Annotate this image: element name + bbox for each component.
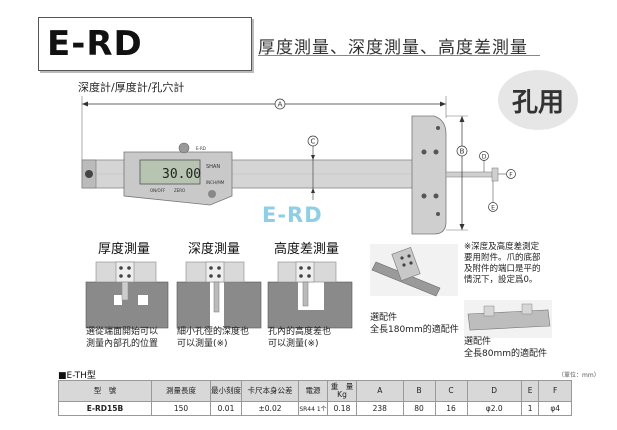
hole-use-badge: 孔用 (498, 70, 578, 130)
dimension-c (307, 135, 319, 200)
accessory-180mm-photo (370, 244, 458, 297)
col-e: E (520, 380, 540, 402)
product-subtitle: 深度計/厚度計/孔穴計 (78, 81, 185, 94)
label-f: F (509, 172, 513, 179)
lcd-screen (139, 159, 201, 185)
model-title-box: E-RD (38, 17, 252, 71)
cell-length: 150 (151, 401, 211, 416)
model-name: E-RD (47, 24, 143, 64)
thumb-wheel (178, 142, 190, 154)
mode-illustration-depth (176, 261, 262, 329)
col-power: 電源 (298, 380, 328, 402)
cell-d: φ2.0 (466, 401, 522, 416)
zero-label: ZERO (174, 188, 185, 193)
col-b: B (402, 380, 436, 402)
mode-title-step-height: 高度差測量 (274, 242, 340, 257)
spec-unit: （單位：mm） (558, 372, 600, 379)
model-watermark: E-RD (262, 203, 323, 227)
col-resolution: 最小刻度 (210, 380, 242, 402)
mode-caption-thickness: 選從端面開始可以 測量內部孔的位置 (86, 327, 159, 349)
accessory-80mm-caption: 選配件 全長80mm的適配件 (464, 337, 547, 359)
cell-weight: 0.18 (327, 401, 357, 416)
label-e: E (491, 205, 495, 212)
inch-mm-label: INCH/MM (206, 180, 225, 185)
col-model: 型 號 (58, 380, 152, 402)
cell-f: φ4 (538, 401, 572, 416)
label-b: B (460, 148, 465, 156)
dimension-a (81, 96, 447, 160)
accessory-note: ※深度及高度差測定 要用附件。爪的底部 及附件的端口是平的 情況下，設定爲0。 (464, 242, 541, 285)
cell-c: 16 (434, 401, 468, 416)
spec-table: 型 號 測量長度 最小刻度 卡尺本身公差 電源 重 量 Kg A B C D E… (58, 380, 572, 416)
cell-b: 80 (402, 401, 436, 416)
label-d: D (482, 154, 487, 161)
model-text: E-RD (196, 146, 206, 151)
cell-resolution: 0.01 (210, 401, 242, 416)
spec-header-row: 型 號 測量長度 最小刻度 卡尺本身公差 電源 重 量 Kg A B C D E… (58, 380, 572, 402)
measuring-jaw (411, 115, 447, 235)
cell-tolerance: ±0.02 (241, 401, 299, 416)
col-d: D (466, 380, 522, 402)
col-c: C (434, 380, 468, 402)
accessory-80mm-photo (464, 300, 552, 338)
table-row: E-RD15B 150 0.01 ±0.02 SR44 1个 0.18 238 … (58, 401, 572, 416)
col-weight: 重 量 Kg (327, 380, 357, 402)
battery-cap (208, 190, 216, 198)
lock-screw (85, 170, 93, 178)
dimension-b (446, 115, 468, 231)
mode-title-depth: 深度測量 (188, 242, 241, 257)
headline-underline (258, 55, 540, 56)
col-f: F (538, 380, 572, 402)
col-length: 測量長度 (151, 380, 211, 402)
lcd-value: 30.00 (162, 167, 201, 182)
pin-tip (491, 167, 499, 182)
cell-e: 1 (520, 401, 540, 416)
col-tolerance: 卡尺本身公差 (241, 380, 299, 402)
on-off-label: ON/OFF (150, 188, 166, 193)
cell-power: SR44 1个 (298, 401, 328, 416)
label-a: A (278, 101, 283, 109)
brand-text: SHAN (206, 164, 220, 170)
accessory-180mm-caption: 選配件 全長180mm的適配件 (370, 313, 459, 335)
depth-pin (445, 171, 493, 178)
mode-illustration-step-height (267, 261, 353, 329)
label-c: C (311, 138, 316, 146)
mode-caption-step-height: 孔內的高度差也 可以測量(※) (268, 327, 332, 349)
col-a: A (356, 380, 404, 402)
cell-a: 238 (356, 401, 404, 416)
mode-illustration-thickness (85, 261, 169, 329)
headline: 厚度測量、深度測量、高度差測量 (258, 38, 528, 58)
mode-title-thickness: 厚度測量 (98, 242, 151, 257)
spec-section-title: ■E-TH型 (58, 371, 96, 381)
mode-caption-depth: 細小孔徑的深度也 可以測量(※) (177, 327, 250, 349)
cell-model: E-RD15B (58, 401, 152, 416)
